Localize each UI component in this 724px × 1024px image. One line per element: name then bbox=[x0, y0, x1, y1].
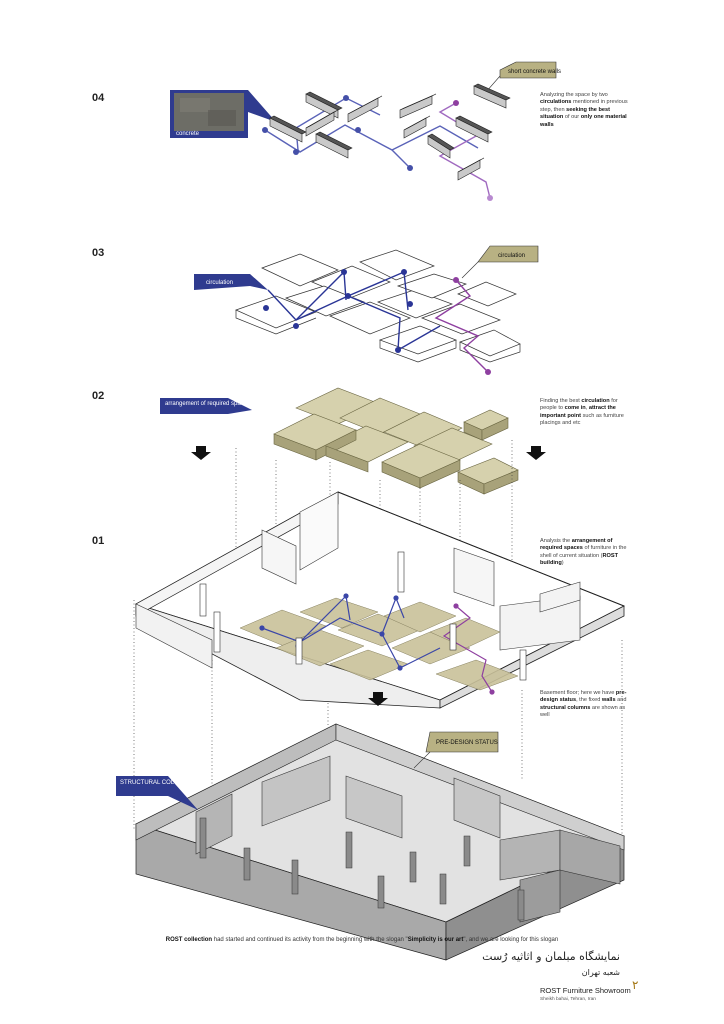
circulation-callout-left bbox=[194, 274, 268, 290]
structural-callout bbox=[116, 776, 198, 810]
circulation-label-right: circulation bbox=[498, 253, 525, 259]
structural-label: STRUCTURAL COLUMNS bbox=[120, 780, 192, 786]
layer-04-walls: concrete short concrete walls bbox=[170, 61, 561, 201]
concrete-label: concrete bbox=[176, 131, 200, 137]
structural-column bbox=[463, 835, 471, 867]
step-number-03: 03 bbox=[92, 247, 105, 259]
floor-slab bbox=[396, 273, 468, 299]
column bbox=[449, 623, 457, 651]
circulation-path-blue bbox=[267, 289, 441, 352]
structural-column bbox=[199, 817, 207, 859]
floor-slab bbox=[359, 249, 435, 281]
circulation-label-left: circulation bbox=[206, 280, 233, 286]
floor-circulation-blue bbox=[261, 617, 441, 669]
column bbox=[295, 637, 303, 665]
column bbox=[519, 649, 527, 681]
concrete-wall bbox=[399, 95, 433, 119]
floor-slab bbox=[329, 301, 411, 335]
circulation-path-purple bbox=[438, 102, 491, 199]
floor-slab bbox=[378, 325, 457, 355]
floor-slab bbox=[457, 281, 517, 307]
arrangement-callout bbox=[160, 398, 252, 414]
note-step-04: Analyzing the space by two circulations … bbox=[540, 92, 628, 128]
floor-slab bbox=[421, 303, 501, 335]
floor-furniture-zone bbox=[435, 659, 519, 691]
arrow-down-icon bbox=[368, 692, 388, 706]
note-step-02: Finding the best circulation for people … bbox=[540, 398, 624, 427]
pre-design-label: PRE-DESIGN STATUS bbox=[436, 740, 498, 746]
floor-circulation-purple bbox=[442, 605, 493, 693]
layer-01-building-shell bbox=[134, 491, 625, 709]
step-number-04: 04 bbox=[92, 92, 105, 104]
basement-pre-design-model: STRUCTURAL COLUMNS PRE-DESIGN STATUS bbox=[116, 723, 625, 961]
structural-column bbox=[517, 889, 525, 921]
floor-slab bbox=[261, 253, 339, 287]
slogan-line: ROST collection had started and continue… bbox=[165, 937, 559, 943]
circulation-path-purple bbox=[434, 279, 489, 373]
arrangement-label: arrangement of required spaces of furnit… bbox=[165, 401, 281, 407]
structural-column bbox=[377, 875, 385, 909]
pre-design-callout bbox=[425, 731, 499, 753]
short-walls-label: short concrete walls bbox=[508, 69, 561, 75]
furniture-space-block bbox=[383, 411, 463, 449]
column bbox=[397, 551, 405, 593]
column bbox=[199, 583, 207, 617]
structural-column bbox=[345, 831, 353, 869]
step-number-01: 01 bbox=[92, 535, 105, 547]
circulation-path-blue bbox=[264, 124, 411, 169]
floor-slab bbox=[285, 285, 365, 317]
page-number: ۲ bbox=[632, 978, 639, 992]
layer-03-circulation: circulation circulation bbox=[194, 245, 539, 375]
persian-branch: شعبه تهران bbox=[581, 968, 620, 977]
persian-title: نمایشگاه مبلمان و اثاثیه رُست bbox=[482, 950, 620, 963]
structural-column bbox=[243, 847, 251, 881]
floor-furniture-zone bbox=[383, 601, 457, 633]
arrow-down-icon bbox=[526, 446, 546, 460]
floor-slab bbox=[377, 289, 453, 319]
english-title: ROST Furniture Showroom bbox=[540, 986, 631, 995]
step-number-02: 02 bbox=[92, 390, 105, 402]
short-walls-callout bbox=[499, 61, 557, 79]
layer-02-furniture-spaces: arrangement of required spaces of furnit… bbox=[160, 387, 546, 495]
arrow-down-icon bbox=[191, 446, 211, 460]
floor-furniture-zone bbox=[299, 597, 379, 629]
circulation-callout-right bbox=[477, 245, 539, 263]
structural-column bbox=[409, 851, 417, 883]
structural-column bbox=[439, 873, 447, 905]
english-subtitle: Sheikh bahai, Tehran, Iran bbox=[540, 997, 596, 1002]
note-step-01: Analysis the arrangement of required spa… bbox=[540, 538, 627, 567]
structural-column bbox=[291, 859, 299, 895]
column bbox=[213, 611, 221, 653]
